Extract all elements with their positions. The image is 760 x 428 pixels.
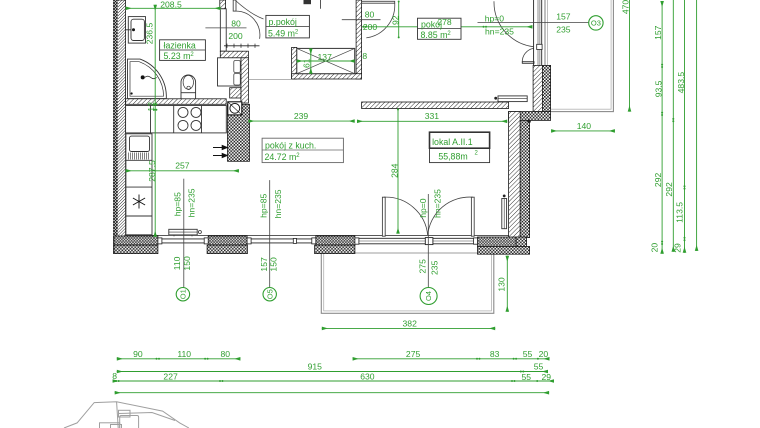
svg-text:93.5: 93.5 — [653, 80, 663, 97]
svg-text:hp=0: hp=0 — [485, 14, 505, 24]
svg-text:8: 8 — [362, 51, 367, 61]
svg-text:29: 29 — [673, 243, 683, 253]
svg-text:227: 227 — [163, 371, 178, 381]
svg-text:257: 257 — [175, 161, 190, 171]
svg-text:275: 275 — [418, 259, 428, 274]
svg-text:hp=85: hp=85 — [172, 192, 182, 216]
svg-text:235: 235 — [556, 25, 571, 35]
svg-text:630: 630 — [360, 371, 375, 381]
svg-text:80: 80 — [231, 18, 241, 28]
svg-text:hn=235: hn=235 — [485, 27, 514, 37]
svg-text:236.5: 236.5 — [145, 23, 155, 45]
svg-text:292: 292 — [664, 182, 674, 197]
svg-text:pokój z kuch.: pokój z kuch. — [265, 140, 316, 150]
svg-text:157: 157 — [556, 11, 571, 21]
svg-text:55: 55 — [534, 362, 544, 372]
svg-text:O1: O1 — [178, 289, 187, 299]
svg-text:90: 90 — [133, 349, 143, 359]
svg-text:O5: O5 — [265, 289, 274, 299]
svg-text:483.5: 483.5 — [676, 72, 686, 94]
svg-text:hp=85: hp=85 — [259, 194, 269, 218]
svg-text:55: 55 — [522, 372, 532, 382]
svg-text:hn=235: hn=235 — [273, 189, 283, 218]
svg-text:12: 12 — [146, 102, 156, 112]
svg-text:110: 110 — [172, 256, 182, 270]
svg-text:470: 470 — [621, 0, 631, 14]
svg-text:55,88m: 55,88m — [438, 151, 467, 161]
svg-text:80: 80 — [365, 10, 375, 20]
svg-text:20: 20 — [650, 243, 660, 253]
svg-text:110: 110 — [177, 349, 191, 359]
svg-text:80: 80 — [221, 349, 231, 359]
svg-text:150: 150 — [269, 257, 279, 272]
svg-text:140: 140 — [577, 121, 592, 131]
svg-text:pokój: pokój — [421, 20, 442, 30]
svg-text:130: 130 — [497, 277, 507, 292]
svg-text:92: 92 — [390, 15, 400, 25]
svg-text:157: 157 — [259, 257, 269, 272]
svg-text:292: 292 — [653, 173, 663, 188]
svg-text:200: 200 — [363, 22, 378, 32]
svg-text:235: 235 — [430, 260, 440, 275]
svg-text:61: 61 — [301, 58, 311, 68]
svg-text:137: 137 — [318, 52, 333, 62]
svg-text:382: 382 — [403, 318, 418, 328]
svg-text:83: 83 — [490, 349, 500, 359]
svg-text:208.5: 208.5 — [160, 0, 182, 9]
svg-text:lokal A.II.1: lokal A.II.1 — [432, 137, 473, 147]
svg-text:hn=235: hn=235 — [433, 189, 443, 218]
svg-text:20: 20 — [539, 349, 549, 359]
svg-text:8: 8 — [112, 371, 117, 381]
svg-text:2: 2 — [475, 151, 479, 157]
svg-text:239: 239 — [294, 111, 309, 121]
svg-text:29: 29 — [542, 372, 552, 382]
svg-text:150: 150 — [182, 256, 192, 271]
svg-text:55: 55 — [523, 349, 533, 359]
svg-text:hn=235: hn=235 — [186, 188, 196, 217]
svg-text:O4: O4 — [424, 291, 433, 301]
svg-text:275: 275 — [406, 349, 421, 359]
svg-text:8.85 m2: 8.85 m2 — [421, 30, 452, 40]
svg-text:278: 278 — [437, 17, 452, 27]
svg-text:915: 915 — [308, 362, 323, 372]
svg-text:łazienka: łazienka — [164, 41, 196, 51]
svg-text:113.5: 113.5 — [675, 202, 685, 223]
svg-text:287.5: 287.5 — [147, 160, 157, 182]
svg-text:hp=0: hp=0 — [418, 198, 428, 218]
svg-text:284: 284 — [390, 163, 400, 178]
svg-text:200: 200 — [228, 31, 243, 41]
svg-text:5.23 m2: 5.23 m2 — [164, 51, 195, 61]
svg-text:5.49 m2: 5.49 m2 — [268, 28, 299, 38]
svg-text:331: 331 — [425, 111, 440, 121]
svg-text:24.72 m2: 24.72 m2 — [265, 152, 301, 162]
svg-text:157: 157 — [653, 25, 663, 40]
svg-text:O3: O3 — [591, 19, 601, 28]
svg-text:p.pokój: p.pokój — [269, 17, 297, 27]
